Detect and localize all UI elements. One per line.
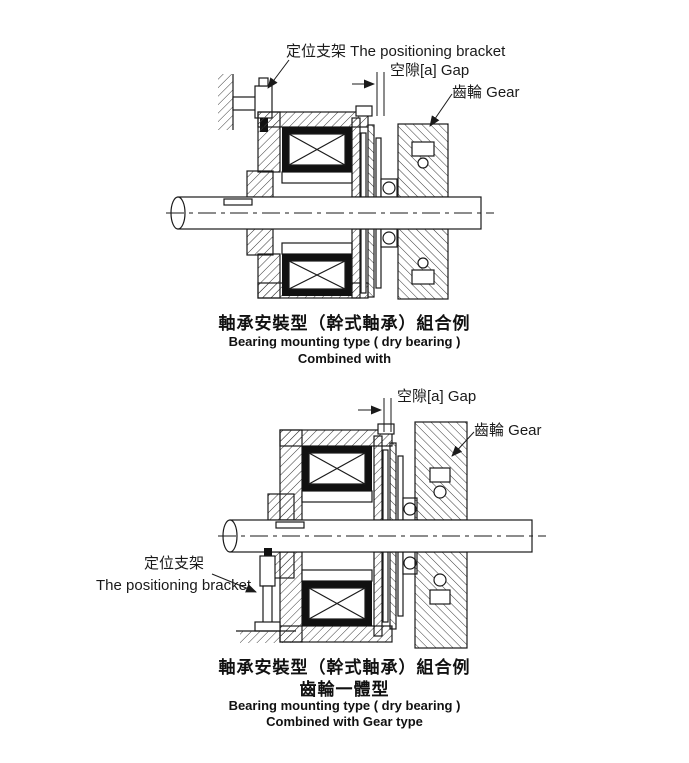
top-caption-subtitle2-en: Combined with <box>297 351 392 366</box>
bottom-caption-subtitle2-en: Combined with Gear type <box>266 714 423 729</box>
gear-upper <box>397 123 449 198</box>
ball-bearing-lower-2 <box>402 551 418 575</box>
top-figure-drawing <box>166 59 494 300</box>
ball-bearing-upper <box>380 178 398 198</box>
friction-disc-stack-lower <box>351 228 382 299</box>
positioning-bracket-2 <box>254 548 281 632</box>
clutch-housing-upper <box>246 105 373 198</box>
friction-disc-stack-lower-2 <box>373 551 404 637</box>
gear-lower <box>397 228 449 300</box>
bottom-gap-label: 空隙[a] Gap <box>397 388 477 405</box>
bottom-caption-title-zh: 軸承安裝型（幹式軸承）組合例 <box>218 658 471 677</box>
leader-lines-top-figure <box>267 59 453 127</box>
leader-lines-bottom-figure <box>211 398 475 593</box>
coil-lower <box>282 254 352 296</box>
coil-upper <box>282 127 352 172</box>
top-caption-subtitle-en: Bearing mounting type ( dry bearing ) <box>228 334 461 349</box>
gear-lower-2 <box>414 551 468 649</box>
ball-bearing-lower <box>380 228 398 248</box>
coil-lower-2 <box>302 581 372 626</box>
top-positioning-bracket-label: 定位支架 The positioning bracket <box>286 43 506 60</box>
bottom-positioning-bracket-label-en: The positioning bracket <box>96 577 252 594</box>
coil-upper-2 <box>302 446 372 491</box>
friction-disc-stack-upper-2 <box>373 435 404 521</box>
clutch-housing-upper-2 <box>267 423 395 521</box>
gear-upper-2 <box>414 421 468 521</box>
bottom-caption-title2-zh: 齒輪一體型 <box>299 680 390 699</box>
top-gear-label: 齒輪 Gear <box>452 84 520 101</box>
bottom-caption-subtitle-en: Bearing mounting type ( dry bearing ) <box>228 698 461 713</box>
ground-hatching <box>236 630 296 643</box>
bottom-figure-drawing <box>211 398 546 649</box>
top-caption-title-zh: 軸承安裝型（幹式軸承）組合例 <box>218 314 471 333</box>
bottom-gear-label: 齒輪 Gear <box>474 422 542 439</box>
wall-hatching <box>218 74 234 130</box>
friction-disc-stack-upper <box>351 117 382 198</box>
bottom-positioning-bracket-label-zh: 定位支架 <box>144 555 205 572</box>
top-gap-label: 空隙[a] Gap <box>390 62 470 79</box>
